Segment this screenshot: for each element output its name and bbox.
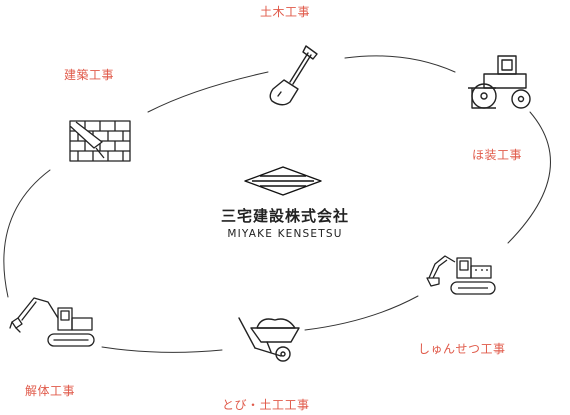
label-paving: ほ装工事: [472, 148, 523, 162]
wheelbarrow-icon: [238, 317, 300, 362]
brick-wall-trowel-icon: [69, 120, 131, 162]
road-roller-icon: [468, 55, 531, 109]
ring-arc-excavator-wheelbarrow: [304, 295, 419, 331]
ring-arc-demolition-brick: [3, 169, 51, 298]
company-logo: [244, 166, 322, 196]
excavator-icon: [426, 255, 496, 295]
ring-arc-wheelbarrow-demolition: [101, 346, 223, 353]
ring-arc-shovel-roller: [344, 55, 456, 73]
label-dredging: しゅんせつ工事: [418, 342, 506, 356]
label-demolition: 解体工事: [25, 384, 76, 398]
label-civil-engineering: 土木工事: [260, 5, 311, 19]
company-name-jp: 三宅建設株式会社: [220, 207, 349, 225]
demolition-machine-icon: [9, 297, 95, 347]
company-name-en: MIYAKE KENSETSU: [227, 228, 343, 240]
ring-arc-brick-shovel: [147, 71, 269, 113]
shovel-icon: [269, 45, 318, 106]
ring-arc-roller-excavator: [507, 111, 551, 244]
label-scaffolding-earthwork: とび・土工工事: [222, 398, 310, 412]
label-building-construction: 建築工事: [64, 68, 115, 82]
